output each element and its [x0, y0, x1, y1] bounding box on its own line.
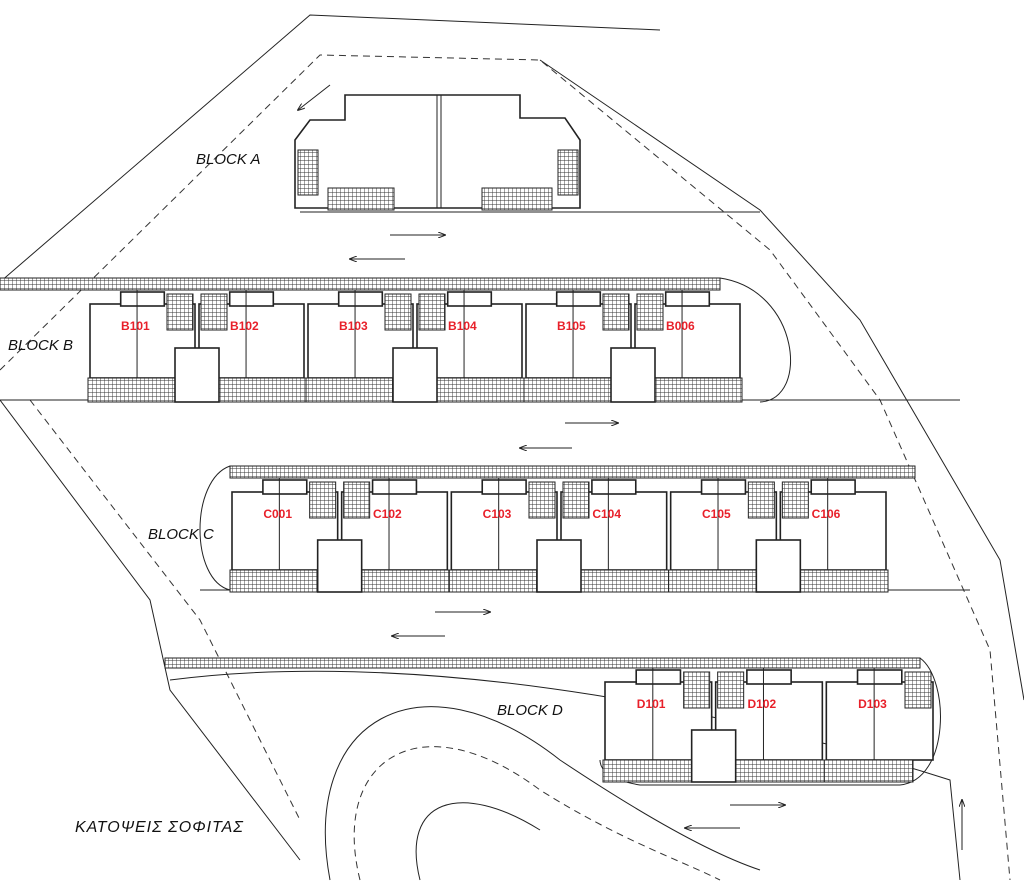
unit-label: D103 [858, 697, 887, 711]
stair-icon [343, 481, 371, 519]
entrance [316, 539, 363, 593]
unit-label: B104 [448, 319, 477, 333]
stair-icon [747, 481, 775, 519]
balcony [436, 377, 525, 403]
unit-label: D101 [637, 697, 666, 711]
unit-label: D102 [747, 697, 776, 711]
unit-label: C103 [483, 507, 512, 521]
balcony [654, 377, 743, 403]
balcony [305, 377, 394, 403]
block-b-label: BLOCK B [8, 337, 73, 354]
balcony [580, 569, 670, 593]
arrow-icon [298, 84, 331, 110]
stair-icon [309, 481, 337, 519]
balcony [735, 759, 825, 783]
unit-label: B105 [557, 319, 586, 333]
block-b-walkway [0, 277, 721, 291]
unit-b102: B102 [174, 290, 307, 403]
unit-b105: B105 [523, 290, 632, 403]
unit-label: B103 [339, 319, 368, 333]
unit-d103: D103 [823, 668, 934, 783]
stair-icon [904, 671, 932, 709]
stair-icon [602, 293, 630, 331]
block-c-units: C001 C102 C103 C104 C105 C106 [229, 478, 889, 593]
stair-icon [200, 293, 228, 331]
entrance [536, 539, 582, 593]
balcony [668, 569, 757, 593]
balcony [523, 377, 612, 403]
unit-b104: B104 [392, 290, 525, 403]
balcony [229, 569, 319, 593]
unit-c102: C102 [316, 478, 450, 593]
block-b-units: B101 B102 B103 B104 B105 B006 [87, 290, 743, 403]
unit-label: C104 [592, 507, 621, 521]
stair-icon [717, 671, 745, 709]
balcony [799, 569, 889, 593]
stair-icon [418, 293, 446, 331]
entrance [174, 347, 220, 403]
stair-icon [384, 293, 412, 331]
balcony [361, 569, 450, 593]
balcony [87, 377, 176, 403]
unit-b006: B006 [610, 290, 743, 403]
unit-c104: C104 [536, 478, 670, 593]
unit-label: B006 [666, 319, 695, 333]
block-c-label: BLOCK C [148, 526, 214, 543]
drawing-title: ΚΑΤΟΨΕΙΣ ΣΟΦΙΤΑΣ [75, 819, 244, 836]
block-a-building [294, 94, 760, 213]
block-c-walkway [229, 465, 916, 479]
block-d-label: BLOCK D [497, 702, 563, 719]
balcony [602, 759, 693, 783]
stair-icon [166, 293, 194, 331]
block-a-label: BLOCK A [196, 151, 260, 168]
stair-icon [683, 671, 711, 709]
stair-icon [636, 293, 664, 331]
entrance [392, 347, 438, 403]
unit-d102: D102 [690, 668, 825, 783]
balcony [823, 759, 914, 783]
unit-label: C102 [373, 507, 402, 521]
unit-c103: C103 [448, 478, 558, 593]
unit-c106: C106 [755, 478, 889, 593]
unit-label: C001 [263, 507, 292, 521]
block-d-units: D101 D102 D103 [602, 668, 934, 783]
balcony [218, 377, 307, 403]
balcony [448, 569, 538, 593]
traffic-arrows [298, 84, 962, 850]
unit-label: B101 [121, 319, 150, 333]
stair-icon [781, 481, 809, 519]
entrance [755, 539, 802, 593]
unit-b101: B101 [87, 290, 196, 403]
unit-label: C106 [812, 507, 841, 521]
stair-icon [562, 481, 590, 519]
unit-label: B102 [230, 319, 259, 333]
entrance [610, 347, 656, 403]
unit-label: C105 [702, 507, 731, 521]
entrance [690, 729, 737, 783]
stair-icon [528, 481, 556, 519]
block-d-walkway [164, 657, 921, 669]
